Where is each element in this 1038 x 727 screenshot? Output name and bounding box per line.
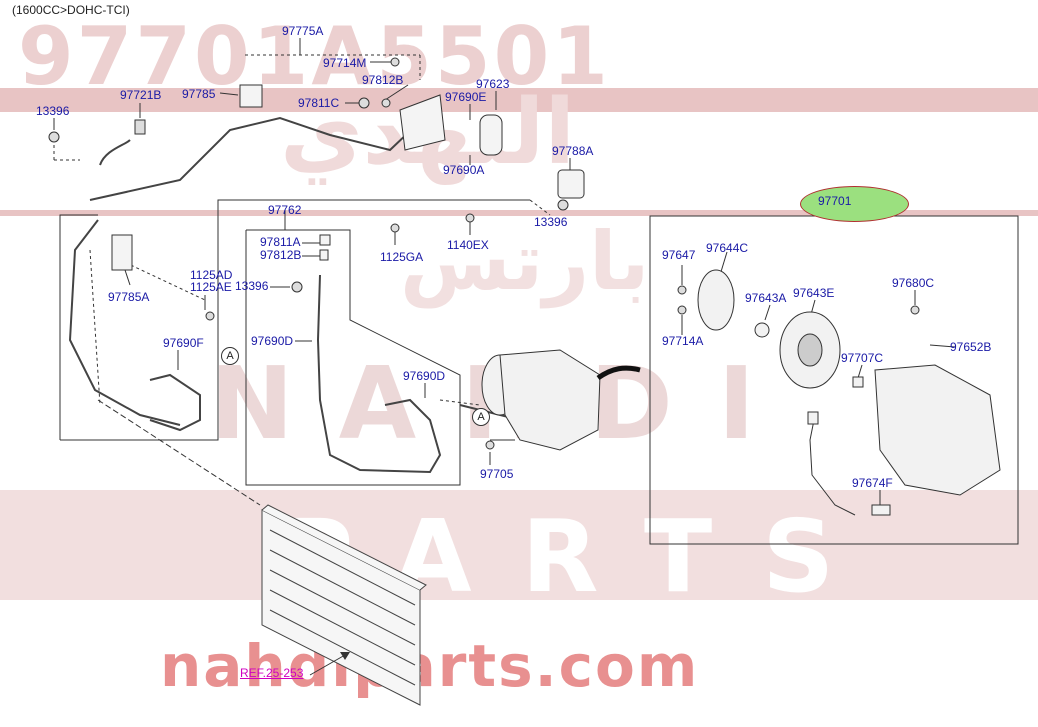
nut-13396-mid <box>291 281 303 293</box>
label-97714m[interactable]: 97714M <box>323 56 367 70</box>
hose-upper-left <box>99 139 131 166</box>
snap-ring <box>754 322 770 338</box>
label-97721b[interactable]: 97721B <box>120 88 162 102</box>
label-97623[interactable]: 97623 <box>476 77 510 91</box>
label-13396-right[interactable]: 13396 <box>534 215 568 229</box>
expansion-valve <box>399 94 446 151</box>
label-97690d-left[interactable]: 97690D <box>251 334 294 348</box>
exploded-view-arrow <box>596 365 641 381</box>
label-97644c[interactable]: 97644C <box>706 241 749 255</box>
label-1125ga[interactable]: 1125GA <box>380 250 424 264</box>
watermark-band-2 <box>0 210 1038 216</box>
ref-link-25-253[interactable]: REF.25-253 <box>240 666 304 680</box>
bolt-97705 <box>485 440 495 450</box>
hose-lower-left <box>68 219 181 426</box>
cap-97811a <box>319 234 331 246</box>
bolt-1140ex <box>465 213 475 223</box>
nut-13396-right <box>557 199 569 211</box>
hose-group-box <box>245 229 461 486</box>
hose-loop <box>149 373 201 432</box>
label-97812b-top[interactable]: 97812B <box>362 73 404 87</box>
label-97705[interactable]: 97705 <box>480 467 514 481</box>
label-97775a[interactable]: 97775A <box>282 24 324 38</box>
label-1125ae[interactable]: 1125AE <box>190 280 232 294</box>
clutch-hub <box>697 269 735 331</box>
label-97785[interactable]: 97785 <box>182 87 216 101</box>
compressor-body-center <box>499 349 601 451</box>
label-97707c[interactable]: 97707C <box>841 351 884 365</box>
oring-97812b <box>381 98 391 108</box>
label-97680c[interactable]: 97680C <box>892 276 935 290</box>
plug-97680c <box>910 305 920 315</box>
bolt-1125ga <box>390 223 400 233</box>
ref-arrow-head <box>340 652 350 660</box>
label-97652b[interactable]: 97652B <box>950 340 992 354</box>
label-97812b-mid[interactable]: 97812B <box>260 248 302 262</box>
label-97690f[interactable]: 97690F <box>163 336 204 350</box>
label-97643e[interactable]: 97643E <box>793 286 835 300</box>
label-97647[interactable]: 97647 <box>662 248 696 262</box>
nut-13396-left <box>48 131 60 143</box>
label-1140ex[interactable]: 1140EX <box>447 238 489 252</box>
cap-97812b <box>319 249 329 261</box>
watermark-site: nahdiparts.com <box>160 632 700 700</box>
condenser <box>261 504 427 706</box>
coil-connector <box>807 411 819 425</box>
bolt-97714a <box>677 305 687 315</box>
label-97714a[interactable]: 97714A <box>662 334 704 348</box>
label-97762[interactable]: 97762 <box>268 203 302 217</box>
label-13396-left[interactable]: 13396 <box>36 104 70 118</box>
callout-a-left: A <box>221 347 239 365</box>
bolt-1125ad <box>205 311 215 321</box>
pressure-relief-valve <box>871 504 891 516</box>
switch-97721b <box>134 119 146 135</box>
watermark-band-top <box>0 88 1038 112</box>
assembly-highlight <box>800 186 909 222</box>
label-97811c[interactable]: 97811C <box>298 96 340 110</box>
left-bracket-line <box>59 214 98 440</box>
engine-note: (1600CC>DOHC-TCI) <box>12 3 130 17</box>
label-97788a[interactable]: 97788A <box>552 144 594 158</box>
coil-wire <box>809 414 856 516</box>
bolt-97714m <box>390 57 400 67</box>
label-13396-mid[interactable]: 13396 <box>235 279 269 293</box>
label-97690e[interactable]: 97690E <box>445 90 487 104</box>
nut-97811c <box>358 97 370 109</box>
receiver-dryer <box>479 114 503 156</box>
watermark-latin-mid: NAHDI <box>210 345 800 462</box>
hose-discharge <box>316 274 442 474</box>
pressure-switch <box>557 169 585 199</box>
bolt-97647 <box>677 285 687 295</box>
watermark-part-number: 97701A5501 <box>18 10 611 103</box>
watermark-band-3 <box>0 490 1038 600</box>
label-97690d-right[interactable]: 97690D <box>403 369 446 383</box>
hose-upper <box>89 111 431 201</box>
label-97643a[interactable]: 97643A <box>745 291 787 305</box>
bracket-97785a <box>111 234 133 271</box>
label-97674f[interactable]: 97674F <box>852 476 893 490</box>
label-97785a[interactable]: 97785A <box>108 290 150 304</box>
ref-arrow <box>309 654 346 676</box>
label-97701[interactable]: 97701 <box>818 194 852 208</box>
label-97690a[interactable]: 97690A <box>443 163 485 177</box>
label-97811a[interactable]: 97811A <box>260 235 301 249</box>
label-1125ad[interactable]: 1125AD <box>190 268 233 282</box>
callout-a-right: A <box>472 408 490 426</box>
group-bracket-line <box>60 199 530 441</box>
shim-97707c <box>852 376 864 388</box>
compressor-body <box>874 364 1001 496</box>
watermark-arabic-mid: بارتس <box>400 215 650 308</box>
bracket-97785 <box>239 84 263 108</box>
